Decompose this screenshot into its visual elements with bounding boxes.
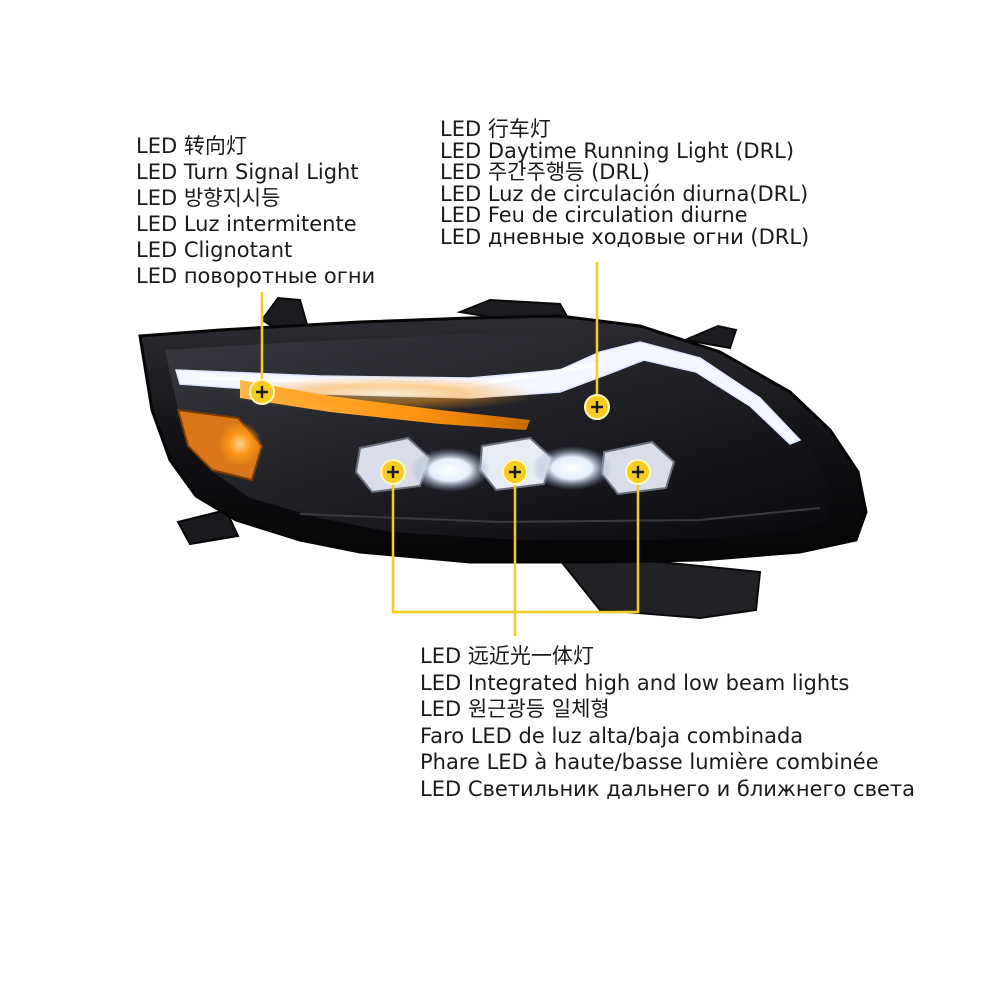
lamp-glow-left <box>410 448 490 492</box>
beam-label-ru: LED Светильник дальнего и ближнего света <box>420 776 915 801</box>
turn-signal-label-ko: LED 방향지시등 <box>136 186 281 210</box>
plus-marker-icon <box>625 459 651 485</box>
drl-label-zh: LED 行车灯 <box>440 117 551 141</box>
beam-callout-text: LED 远近光一体灯 LED Integrated high and low b… <box>420 643 915 802</box>
plus-marker-icon <box>502 459 528 485</box>
rear-housing <box>557 559 762 620</box>
side-marker-glow <box>218 422 262 466</box>
drl-label-en: LED Daytime Running Light (DRL) <box>440 138 795 163</box>
beam-label-es: Faro LED de luz alta/baja combinada <box>420 723 804 748</box>
callout-lines <box>260 262 640 636</box>
drl-label-ru: LED дневные ходовые огни (DRL) <box>440 224 810 249</box>
plus-marker-icon <box>249 379 651 485</box>
drl-label-es: LED Luz de circulación diurna(DRL) <box>440 181 809 206</box>
turn-signal-label-fr: LED Clignotant <box>136 238 293 262</box>
lamp-glow-middle <box>532 446 612 490</box>
beam-label-zh: LED 远近光一体灯 <box>420 644 594 668</box>
top-bracket-right <box>681 324 738 350</box>
turn-signal-label-zh: LED 转向灯 <box>136 134 247 158</box>
drl-callout-text: LED 行车灯 LED Daytime Running Light (DRL) … <box>440 117 810 249</box>
plus-marker-icon <box>380 459 406 485</box>
drl-label-fr: LED Feu de circulation diurne <box>440 203 748 227</box>
drl-label-ko: LED 주간주행등 (DRL) <box>440 160 650 184</box>
plus-marker-icon <box>249 379 275 405</box>
turn-signal-callout-text: LED 转向灯 LED Turn Signal Light LED 방향지시등 … <box>136 133 375 289</box>
turn-signal-label-en: LED Turn Signal Light <box>136 160 359 184</box>
beam-label-en: LED Integrated high and low beam lights <box>420 670 850 695</box>
beam-label-fr: Phare LED à haute/basse lumière combinée <box>420 750 879 774</box>
beam-label-ko: LED 원근광등 일체형 <box>420 697 610 721</box>
lower-trim <box>299 507 821 524</box>
turn-signal-label-es: LED Luz intermitente <box>136 212 357 236</box>
turn-signal-glow <box>230 376 540 412</box>
turn-signal-label-ru: LED поворотные огни <box>136 264 376 288</box>
bottom-bracket-left <box>176 508 240 546</box>
plus-marker-icon <box>584 394 610 420</box>
